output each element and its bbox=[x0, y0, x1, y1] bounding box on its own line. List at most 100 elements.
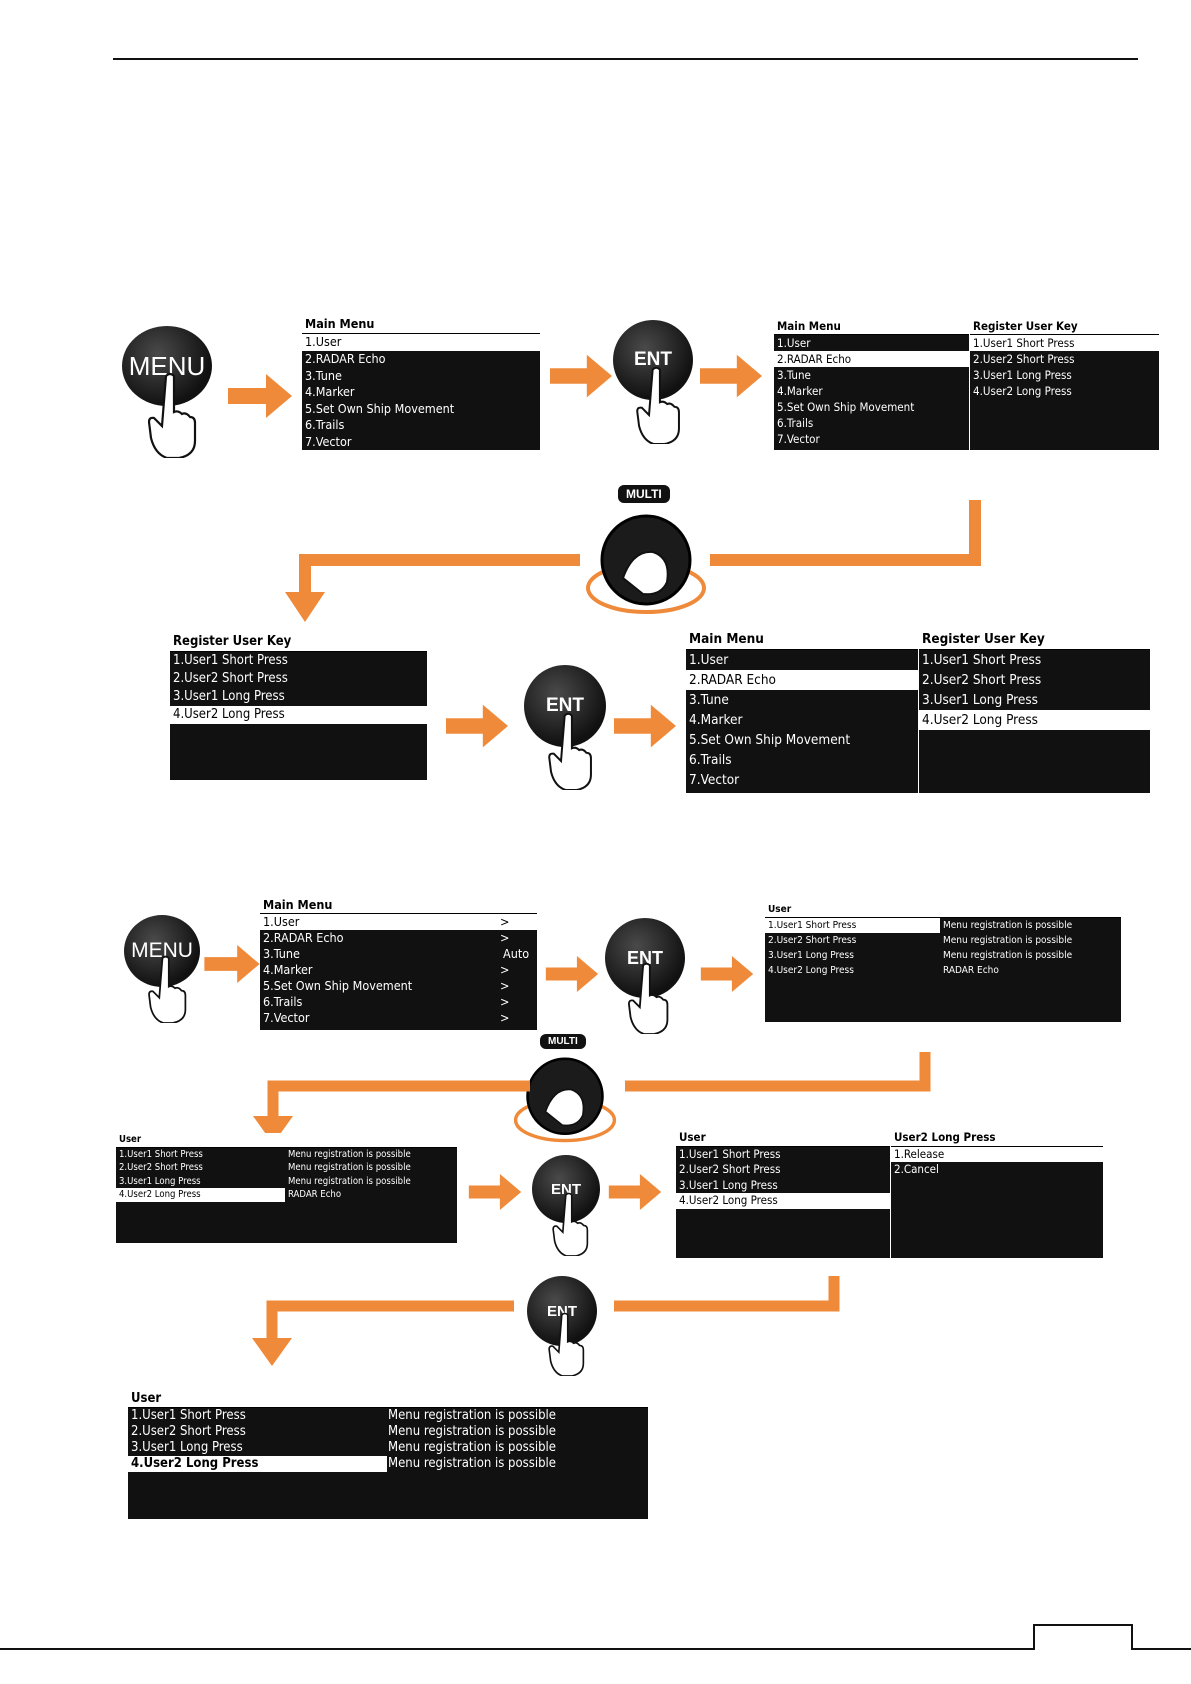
user-item[interactable]: 4.User2 Long Press RADAR Echo bbox=[765, 963, 1121, 978]
user-item[interactable]: 1.User1 Short Press Menu registration is… bbox=[765, 918, 1121, 933]
user-item[interactable]: 2.User2 Short Press Menu registration is… bbox=[116, 1161, 457, 1175]
menu-item[interactable]: 4.Marker bbox=[689, 712, 743, 728]
menu-item-label: 3.Tune bbox=[263, 946, 300, 961]
user-item[interactable]: 4.User2 Long Press Menu registration is … bbox=[128, 1456, 648, 1472]
pointing-hand-icon bbox=[148, 372, 197, 458]
user-item-label: 4.User2 Long Press bbox=[768, 965, 854, 976]
user-item-value: RADAR Echo bbox=[288, 1189, 342, 1200]
menu-item[interactable]: 2.RADAR Echo bbox=[302, 350, 540, 368]
menu-item-value: > bbox=[500, 962, 510, 977]
menu-item[interactable]: 7.Vector bbox=[305, 433, 352, 449]
flow-connector bbox=[285, 500, 981, 622]
menu-item[interactable]: 6.Trails bbox=[777, 416, 814, 430]
user-item-label: 4.User2 Long Press bbox=[128, 1456, 387, 1472]
menu-item-value: > bbox=[500, 978, 510, 993]
release-option[interactable]: 2.Cancel bbox=[894, 1162, 939, 1176]
menu-item[interactable]: 2.RADAR Echo bbox=[686, 670, 918, 690]
main-menu-screen: Main Menu 1.User 2.RADAR Echo 3.Tune 4.M… bbox=[302, 316, 540, 450]
top-rule bbox=[113, 58, 1138, 60]
submenu-item[interactable]: 1.User1 Short Press bbox=[970, 335, 1159, 351]
user-item-value: Menu registration is possible bbox=[388, 1424, 556, 1439]
screen-title: Register User Key bbox=[170, 633, 427, 652]
user-item-label: 3.User1 Long Press bbox=[131, 1440, 243, 1455]
submenu-item[interactable]: 3.User1 Long Press bbox=[173, 689, 285, 704]
user-item-value: Menu registration is possible bbox=[288, 1162, 411, 1173]
menu-item[interactable]: 1.User > bbox=[260, 914, 537, 930]
arrow-right bbox=[228, 374, 292, 418]
menu-item-value: > bbox=[500, 994, 510, 1009]
user-item[interactable]: 3.User1 Long Press Menu registration is … bbox=[128, 1440, 648, 1456]
menu-item[interactable]: 6.Trails bbox=[689, 752, 732, 768]
menu-item[interactable]: 6.Trails > bbox=[260, 994, 537, 1010]
user-item-value: Menu registration is possible bbox=[388, 1456, 556, 1471]
submenu-item[interactable]: 4.User2 Long Press bbox=[973, 384, 1072, 398]
user-item-label: 1.User1 Short Press bbox=[119, 1148, 203, 1160]
submenu-item[interactable]: 2.User2 Short Press bbox=[973, 352, 1075, 366]
menu-item[interactable]: 1.User bbox=[774, 335, 969, 351]
menu-item[interactable]: 2.RADAR Echo bbox=[774, 351, 969, 367]
submenu-item[interactable]: 2.User2 Short Press bbox=[173, 671, 288, 686]
menu-item-label: 2.RADAR Echo bbox=[263, 930, 344, 945]
pointing-hand-icon bbox=[636, 366, 680, 444]
submenu-item[interactable]: 3.User1 Long Press bbox=[973, 368, 1072, 382]
menu-item[interactable]: 5.Set Own Ship Movement bbox=[305, 400, 455, 416]
ent-button-label: ENT bbox=[634, 349, 672, 370]
menu-item[interactable]: 1.User bbox=[689, 652, 729, 668]
submenu-item[interactable]: 3.User1 Long Press bbox=[922, 692, 1038, 708]
menu-item-value: > bbox=[500, 914, 510, 929]
user-item[interactable]: 2.User2 Short Press Menu registration is… bbox=[765, 933, 1121, 948]
user-item[interactable]: 1.User1 Short Press bbox=[679, 1146, 781, 1161]
user-item[interactable]: 4.User2 Long Press bbox=[676, 1193, 890, 1209]
user-item[interactable]: 1.User1 Short Press Menu registration is… bbox=[128, 1408, 648, 1424]
menu-item-value: Auto bbox=[503, 946, 530, 961]
user-item[interactable]: 3.User1 Long Press Menu registration is … bbox=[116, 1175, 457, 1189]
user-item[interactable]: 3.User1 Long Press Menu registration is … bbox=[765, 948, 1121, 963]
menu-item[interactable]: 3.Tune bbox=[305, 367, 342, 383]
arrow-right bbox=[545, 956, 599, 992]
submenu-item[interactable]: 4.User2 Long Press bbox=[170, 706, 427, 724]
submenu-item[interactable]: 1.User1 Short Press bbox=[173, 653, 288, 668]
user-item[interactable]: 3.User1 Long Press bbox=[679, 1177, 778, 1192]
screen-title: Main Menu bbox=[774, 318, 969, 335]
user-menu-screen: User 1.User1 Short Press Menu registrati… bbox=[116, 1133, 457, 1243]
menu-item[interactable]: 5.Set Own Ship Movement > bbox=[260, 978, 537, 994]
multi-knob-icon bbox=[586, 514, 706, 614]
arrow-right bbox=[700, 354, 762, 398]
user-item-value: Menu registration is possible bbox=[388, 1408, 556, 1423]
user-item[interactable]: 4.User2 Long Press RADAR Echo bbox=[116, 1188, 457, 1202]
menu-item[interactable]: 2.RADAR Echo > bbox=[260, 930, 537, 946]
menu-item[interactable]: 5.Set Own Ship Movement bbox=[777, 400, 915, 414]
multi-knob-icon bbox=[513, 1057, 617, 1143]
multi-label: MULTI bbox=[540, 1034, 586, 1049]
arrow-right bbox=[468, 1174, 522, 1210]
submenu-item[interactable]: 2.User2 Short Press bbox=[922, 672, 1042, 688]
flow-connector bbox=[252, 1276, 840, 1366]
bottom-rule bbox=[0, 1648, 1191, 1650]
menu-item[interactable]: 3.Tune Auto bbox=[260, 946, 537, 962]
menu-item[interactable]: 1.User bbox=[302, 333, 540, 350]
user-item-label: 3.User1 Long Press bbox=[119, 1175, 201, 1187]
menu-item[interactable]: 3.Tune bbox=[777, 368, 811, 382]
menu-item[interactable]: 7.Vector bbox=[777, 432, 820, 446]
pointing-hand-icon bbox=[552, 1192, 589, 1256]
submenu-item[interactable]: 1.User1 Short Press bbox=[922, 652, 1042, 668]
menu-item[interactable]: 6.Trails bbox=[305, 417, 345, 432]
ent-button-label: ENT bbox=[627, 947, 663, 968]
user-item[interactable]: 1.User1 Short Press Menu registration is… bbox=[116, 1148, 457, 1162]
menu-item[interactable]: 7.Vector bbox=[689, 772, 740, 788]
menu-item[interactable]: 4.Marker bbox=[305, 384, 355, 399]
menu-item[interactable]: 7.Vector > bbox=[260, 1010, 537, 1026]
menu-item-label: 4.Marker bbox=[263, 962, 313, 977]
menu-item[interactable]: 4.Marker > bbox=[260, 962, 537, 978]
submenu-item[interactable]: 4.User2 Long Press bbox=[919, 710, 1150, 730]
arrow-right bbox=[446, 704, 508, 748]
user-item[interactable]: 2.User2 Short Press Menu registration is… bbox=[128, 1424, 648, 1440]
screen-title: User bbox=[128, 1391, 648, 1408]
menu-item[interactable]: 3.Tune bbox=[689, 692, 729, 708]
user-item[interactable]: 2.User2 Short Press bbox=[679, 1162, 781, 1176]
menu-item[interactable]: 5.Set Own Ship Movement bbox=[689, 732, 851, 748]
menu-item[interactable]: 4.Marker bbox=[777, 384, 823, 398]
release-option[interactable]: 1.Release bbox=[891, 1146, 1103, 1162]
user-release-screen: User 1.User1 Short Press 2.User2 Short P… bbox=[676, 1130, 1103, 1258]
user-item-label: 2.User2 Short Press bbox=[119, 1162, 203, 1173]
